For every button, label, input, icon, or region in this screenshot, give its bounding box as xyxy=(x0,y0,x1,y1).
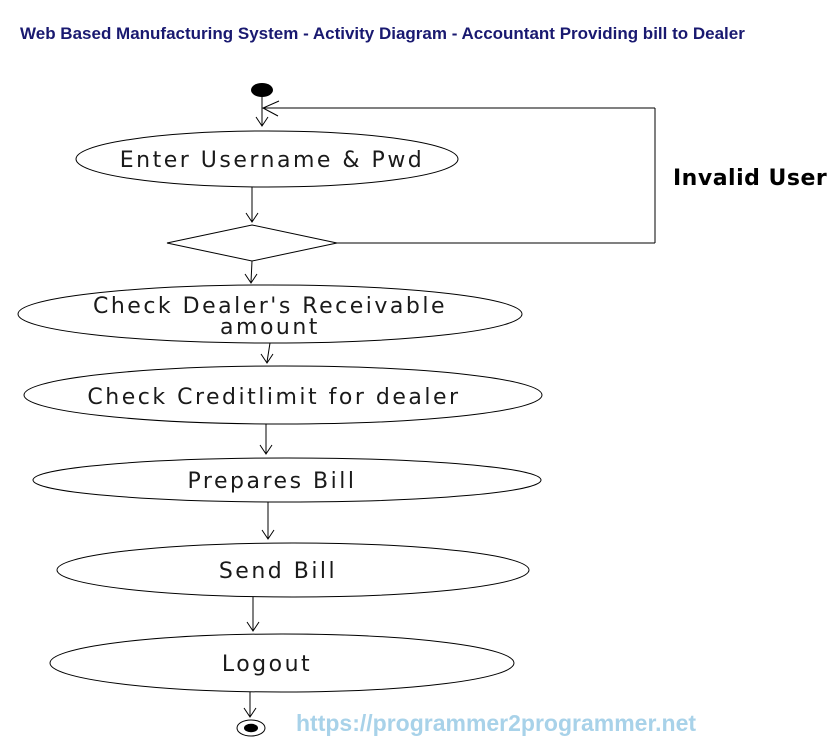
action-prepares-bill xyxy=(32,457,542,503)
action-label-line1: Check Dealer's Receivable xyxy=(93,294,447,319)
arrowhead-down-icon xyxy=(246,621,260,632)
edge-receivable-to-creditlimit xyxy=(266,342,271,363)
action-label: Check Creditlimit for dealer xyxy=(87,385,460,410)
action-label: Enter Username & Pwd xyxy=(120,148,425,173)
initial-node xyxy=(251,83,273,97)
action-label: Logout xyxy=(222,652,312,677)
arrowhead-down-icon xyxy=(245,212,259,223)
arrowhead-down-icon xyxy=(261,529,275,540)
decision-login-valid xyxy=(166,224,338,262)
action-label: Prepares Bill xyxy=(188,469,357,494)
arrowhead-left-icon xyxy=(261,100,280,117)
arrowhead-down-icon xyxy=(243,707,257,718)
action-label-line2: amount xyxy=(220,315,320,340)
edge-label-invalid-user: Invalid User xyxy=(673,166,827,191)
action-logout xyxy=(49,633,515,693)
edge-decision-to-receivable xyxy=(250,260,253,283)
arrowhead-down-icon xyxy=(255,116,269,127)
page-title: Web Based Manufacturing System - Activit… xyxy=(20,24,745,43)
arrowhead-down-icon xyxy=(244,273,258,284)
action-enter-username-pwd xyxy=(75,130,459,188)
action-send-bill xyxy=(56,542,530,598)
action-label: Send Bill xyxy=(219,559,337,584)
arrowhead-down-icon xyxy=(260,353,274,364)
action-check-creditlimit xyxy=(23,365,543,425)
final-node-inner xyxy=(244,723,258,733)
watermark-text: https://programmer2programmer.net xyxy=(296,710,697,736)
arrowhead-down-icon xyxy=(259,444,273,455)
